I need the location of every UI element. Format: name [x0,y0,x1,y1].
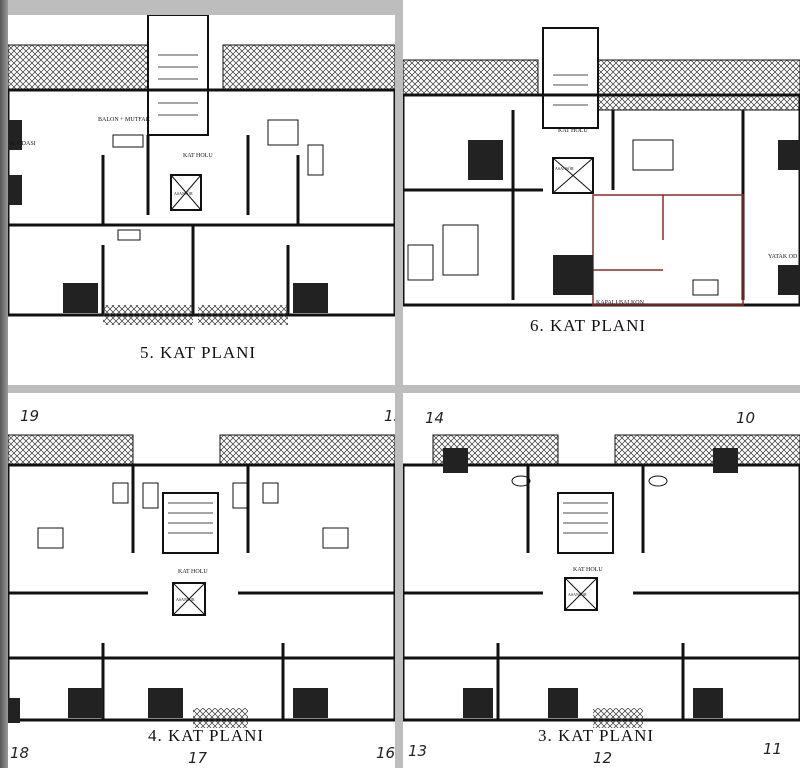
sheet-number: 18 [10,744,30,762]
sheet-number: 19 [20,407,40,425]
room-label: K. ODASI [10,141,36,147]
floor-plan-3: KAT HOLU ASANSÖR 14 10 13 12 11 3. KAT P… [403,393,800,768]
room-label: KAT HOLU [183,153,213,159]
room-label: ASANSÖR [555,166,574,171]
room-label: YATAK OD [768,254,798,260]
sheet-number: 14 [425,409,445,427]
plan-drawing: BALON + MUTFAK K. ODASI KAT HOLU ASANSÖR [8,15,395,325]
sheet-number: 17 [188,749,208,767]
room-label: ASANSÖR [176,597,195,602]
room-label: BALON + MUTFAK [98,117,151,123]
scan-edge [0,0,8,768]
floor-plan-4: KAT HOLU ASANSÖR 19 15 18 17 16 4. KAT P… [8,393,395,768]
room-label: KAPALI BALKON [596,300,645,306]
floor-title: 3. KAT PLANI [538,726,655,745]
sheet-number: 11 [763,740,783,758]
sheet-number: 12 [593,749,613,767]
plan-drawing: KAT HOLU ASANSÖR KAPALI BALKON YATAK OD [403,27,800,307]
sheet-number: 16 [376,744,395,762]
plan-drawing: KAT HOLU ASANSÖR [403,434,800,728]
floor-title: 4. KAT PLANI [148,726,265,745]
room-label: KAT HOLU [573,567,603,573]
plan-drawing: KAT HOLU ASANSÖR [8,434,395,728]
floor-title: 5. KAT PLANI [140,343,257,362]
floor-plan-6: KAT HOLU ASANSÖR KAPALI BALKON YATAK OD … [403,0,800,385]
sheet-number: 15 [384,407,395,425]
room-label: ASANSÖR [174,191,193,196]
sheet-number: 10 [736,409,756,427]
room-label: KAT HOLU [178,569,208,575]
room-label: ASANSÖR [568,592,587,597]
floor-title: 6. KAT PLANI [530,316,647,335]
room-label: KAT HOLU [558,128,588,134]
floor-plan-5: BALON + MUTFAK K. ODASI KAT HOLU ASANSÖR… [8,15,395,385]
sheet-number: 13 [408,742,428,760]
